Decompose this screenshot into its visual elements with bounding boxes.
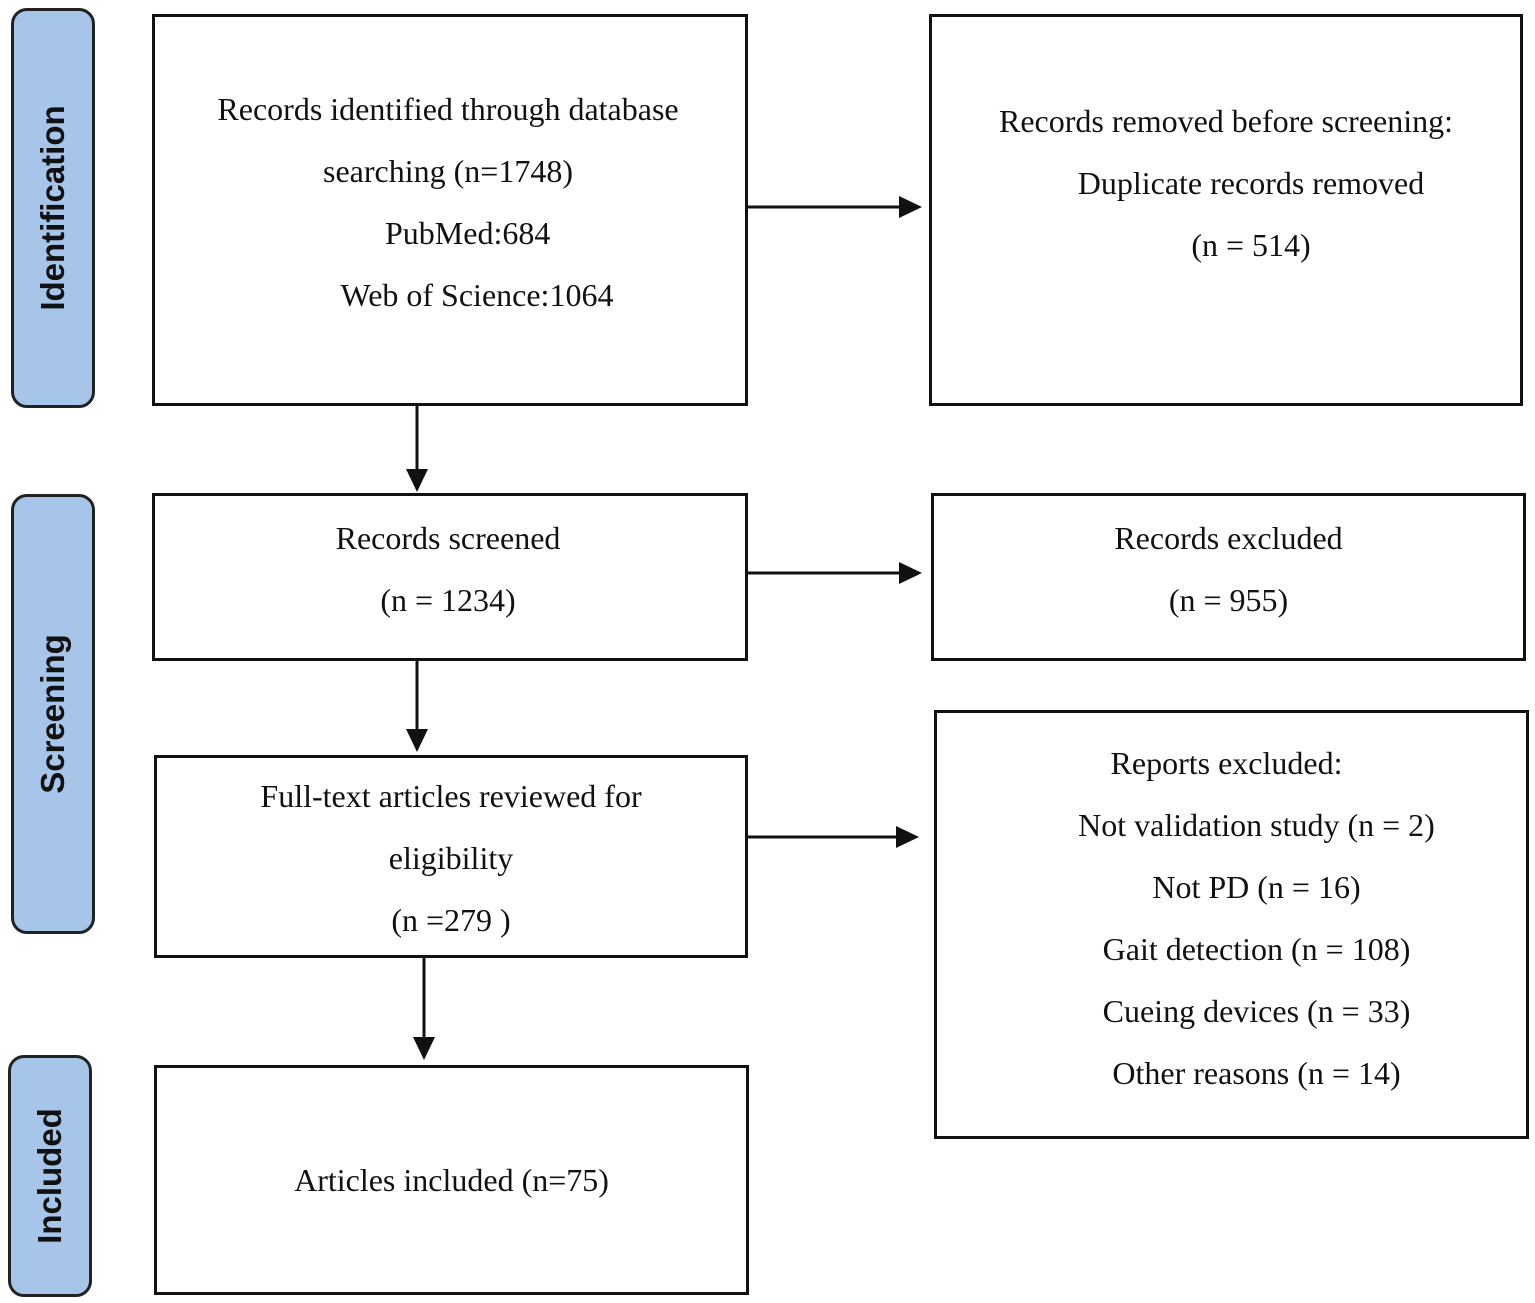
reports-excluded-line-4: Gait detection (n = 108) (1102, 931, 1411, 967)
records-excluded-box: Records excluded (n = 955) (931, 493, 1526, 661)
reports-excluded-box: Reports excluded: Not validation study (… (934, 710, 1529, 1139)
records-screened-box: Records screened (n = 1234) (152, 493, 748, 661)
arrowhead-identified-to-screened (406, 469, 428, 492)
fulltext-reviewed-line-3: (n =279 ) (391, 902, 511, 938)
records-screened-line-1: Records screened (335, 520, 561, 556)
records-removed-line-2: Duplicate records removed (1077, 165, 1425, 201)
arrowhead-screened-to-excluded (899, 562, 922, 584)
records-excluded-line-2: (n = 955) (1168, 582, 1289, 618)
records-removed-box: Records removed before screening: Duplic… (929, 14, 1523, 406)
records-excluded-line-1: Records excluded (1114, 520, 1343, 556)
arrowhead-identified-to-removed (899, 196, 922, 218)
reports-excluded-line-2: Not validation study (n = 2) (1078, 807, 1435, 843)
fulltext-reviewed-line-1: Full-text articles reviewed for (260, 778, 642, 814)
reports-excluded-line-5: Cueing devices (n = 33) (1102, 993, 1411, 1029)
phase-screening: Screening (11, 494, 95, 934)
articles-included-box: Articles included (n=75) (154, 1065, 749, 1295)
records-screened-line-2: (n = 1234) (380, 582, 516, 618)
records-identified-line-1: Records identified through database (217, 91, 679, 127)
arrowhead-screened-to-fulltext (406, 729, 428, 752)
fulltext-reviewed-line-2: eligibility (388, 840, 514, 876)
phase-included: Included (8, 1055, 92, 1297)
articles-included-line-1: Articles included (n=75) (294, 1162, 609, 1198)
reports-excluded-line-3: Not PD (n = 16) (1152, 869, 1361, 905)
records-identified-line-3: PubMed:684 (385, 215, 551, 251)
phase-identification: Identification (11, 8, 95, 408)
records-identified-line-2: searching (n=1748) (323, 153, 573, 189)
records-identified-box: Records identified through database sear… (152, 14, 748, 406)
fulltext-reviewed-box: Full-text articles reviewed for eligibil… (154, 755, 748, 958)
arrowhead-fulltext-to-included (413, 1037, 435, 1060)
records-removed-line-3: (n = 514) (1191, 227, 1311, 263)
reports-excluded-line-6: Other reasons (n = 14) (1112, 1055, 1401, 1091)
records-identified-line-4: Web of Science:1064 (340, 277, 614, 313)
arrowhead-fulltext-to-reports-excluded (896, 826, 919, 848)
reports-excluded-line-1: Reports excluded: (1110, 745, 1343, 781)
records-removed-line-1: Records removed before screening: (998, 103, 1454, 139)
